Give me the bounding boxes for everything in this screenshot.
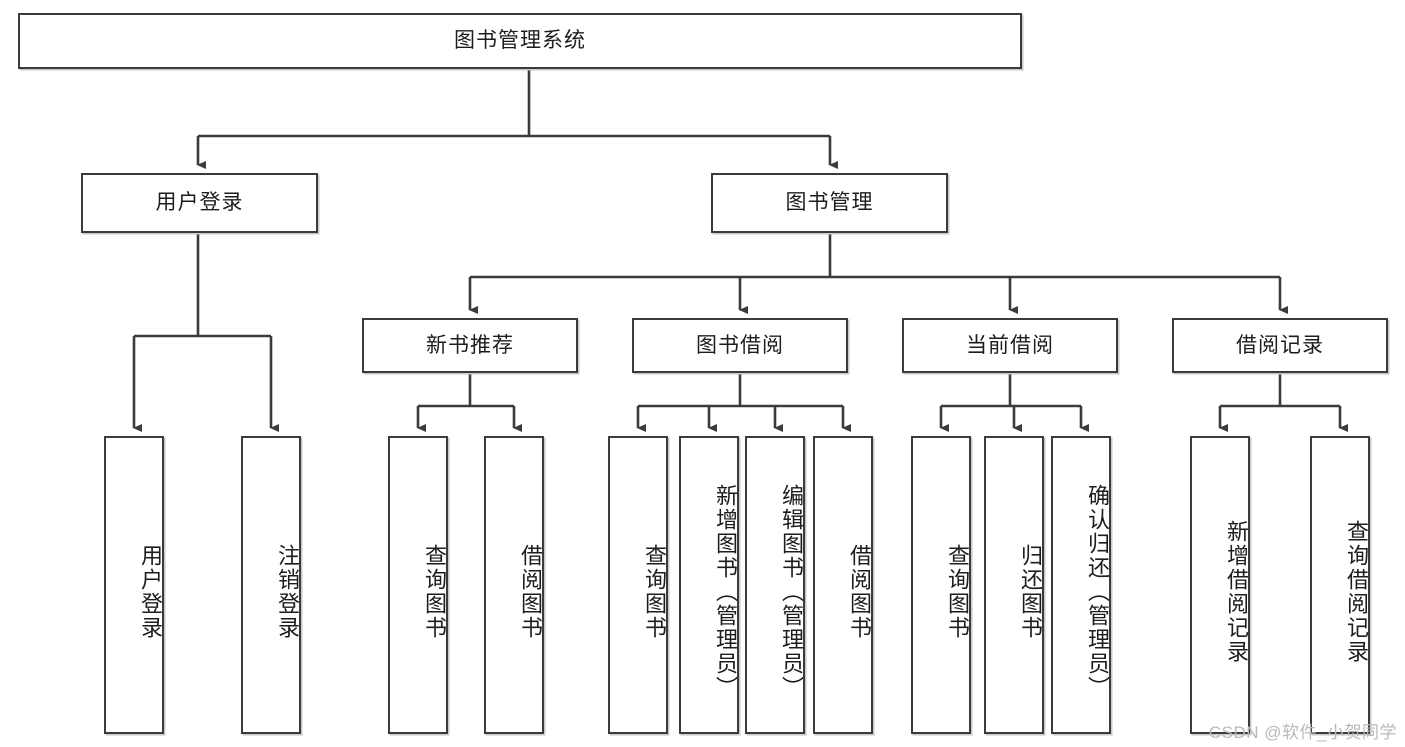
leaf-edit-book-admin[interactable]: 编辑图书（管理员） xyxy=(745,436,805,734)
node-book-management[interactable]: 图书管理 xyxy=(711,173,948,233)
leaf-logout[interactable]: 注销登录 xyxy=(241,436,301,734)
node-label: 图书借阅 xyxy=(696,333,784,357)
node-user-login[interactable]: 用户登录 xyxy=(81,173,318,233)
leaf-return-book[interactable]: 归还图书 xyxy=(984,436,1044,734)
node-label: 用户登录 xyxy=(155,191,244,215)
node-label: 查询图书 xyxy=(642,544,667,640)
leaf-borrow-book[interactable]: 借阅图书 xyxy=(813,436,873,734)
node-label: 归还图书 xyxy=(1018,544,1043,640)
leaf-query-book-recommend[interactable]: 查询图书 xyxy=(388,436,448,734)
leaf-query-book-current[interactable]: 查询图书 xyxy=(911,436,971,734)
node-label: 借阅图书 xyxy=(518,544,543,640)
node-label: 用户登录 xyxy=(138,544,163,640)
node-label: 确认归还（管理员） xyxy=(1085,484,1110,700)
node-book-borrow[interactable]: 图书借阅 xyxy=(632,318,848,373)
node-label: 注销登录 xyxy=(275,544,300,640)
node-label: 借阅图书 xyxy=(847,544,872,640)
node-borrow-record[interactable]: 借阅记录 xyxy=(1172,318,1388,373)
node-current-borrow[interactable]: 当前借阅 xyxy=(902,318,1118,373)
node-label: 编辑图书（管理员） xyxy=(779,484,804,700)
node-label: 图书管理系统 xyxy=(454,29,586,53)
node-label: 新增借阅记录 xyxy=(1224,520,1249,664)
node-label: 图书管理 xyxy=(785,191,874,215)
leaf-add-book-admin[interactable]: 新增图书（管理员） xyxy=(679,436,739,734)
leaf-borrow-book-recommend[interactable]: 借阅图书 xyxy=(484,436,544,734)
node-root[interactable]: 图书管理系统 xyxy=(18,13,1022,69)
node-label: 查询图书 xyxy=(945,544,970,640)
leaf-query-book-borrow[interactable]: 查询图书 xyxy=(608,436,668,734)
leaf-query-borrow-record[interactable]: 查询借阅记录 xyxy=(1310,436,1370,734)
leaf-confirm-return-admin[interactable]: 确认归还（管理员） xyxy=(1051,436,1111,734)
leaf-add-borrow-record[interactable]: 新增借阅记录 xyxy=(1190,436,1250,734)
node-label: 借阅记录 xyxy=(1236,333,1324,357)
watermark: CSDN @软件_小贺同学 xyxy=(1208,723,1397,742)
node-label: 新增图书（管理员） xyxy=(713,484,738,700)
node-label: 当前借阅 xyxy=(966,333,1054,357)
leaf-user-login[interactable]: 用户登录 xyxy=(104,436,164,734)
node-label: 新书推荐 xyxy=(426,333,514,357)
node-label: 查询借阅记录 xyxy=(1344,520,1369,664)
node-label: 查询图书 xyxy=(422,544,447,640)
node-new-book-recommend[interactable]: 新书推荐 xyxy=(362,318,578,373)
